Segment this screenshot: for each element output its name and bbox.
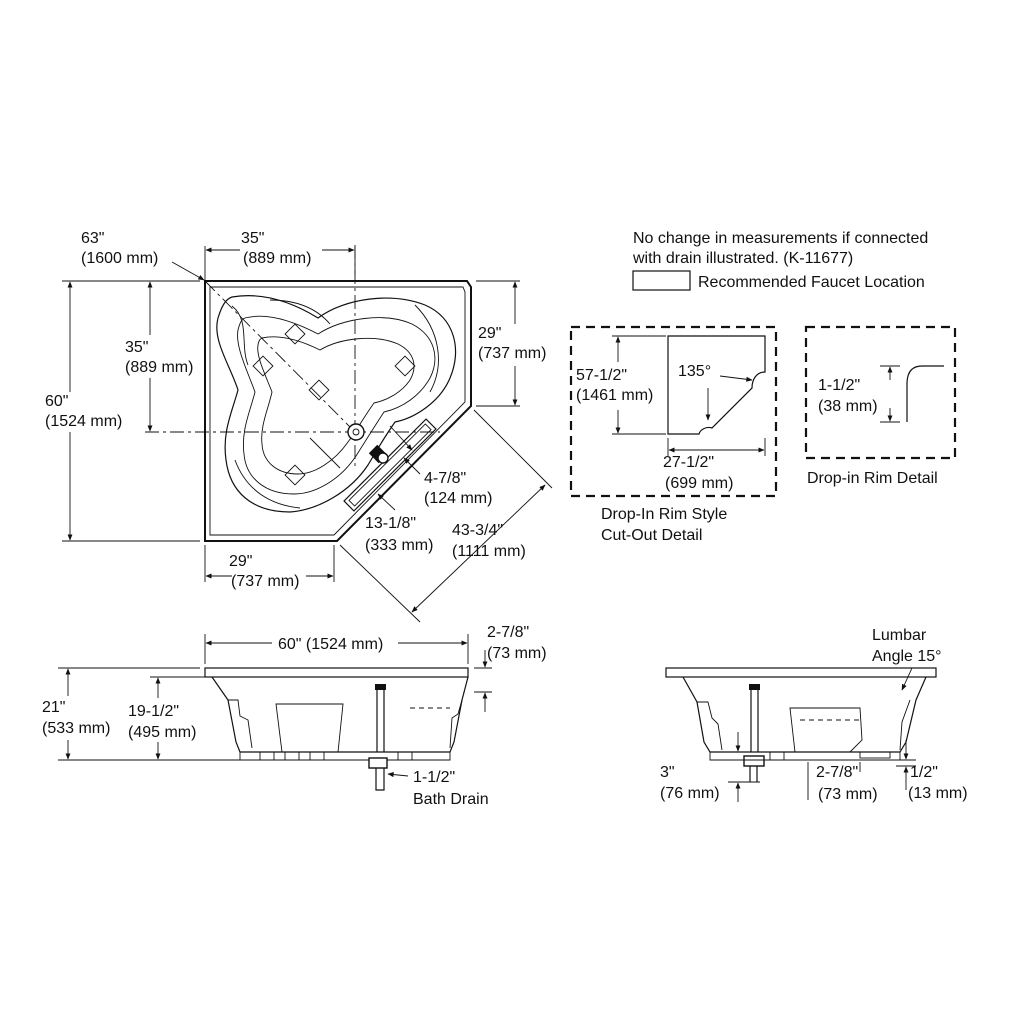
lumbar-label-1: Lumbar: [872, 627, 927, 644]
front-inner-height: 19-1/2": [128, 703, 179, 720]
front-width: 60" (1524 mm): [278, 636, 383, 653]
cutout-height: 57-1/2": [576, 367, 627, 384]
plan-bottom-width-mm: (737 mm): [231, 573, 299, 590]
cutout-width: 27-1/2": [663, 454, 714, 471]
plan-right-height: 29": [478, 325, 501, 342]
plan-top-width: 35": [241, 230, 264, 247]
plan-angled-width-mm: (1111 mm): [452, 543, 526, 560]
plan-left-height-mm: (889 mm): [125, 359, 193, 376]
plan-basin: [216, 295, 457, 513]
plan-outline: [204, 280, 472, 542]
measurement-note: No change in measurements if connected w…: [632, 230, 928, 267]
plan-right-height-mm: (737 mm): [478, 345, 546, 362]
jet-icons: [252, 323, 416, 486]
plan-diagonal: 63": [81, 230, 104, 247]
plan-full-height: 60": [45, 393, 68, 410]
cutout-angle: 135°: [678, 363, 711, 380]
plan-top-width-mm: (889 mm): [243, 250, 311, 267]
side-foot-width: 2-7/8": [816, 764, 858, 781]
faucet-legend-label: Recommended Faucet Location: [698, 274, 925, 291]
plan-faucet-depth-mm: (124 mm): [424, 490, 492, 507]
measurement-note-line1: No change in measurements if connected: [633, 230, 928, 247]
cutout-detail-frame: [569, 325, 778, 498]
front-total-height: 21": [42, 699, 65, 716]
rim-detail-frame: [804, 325, 957, 460]
plan-angled-width: 43-3/4": [452, 522, 503, 539]
bath-drain-label: Bath Drain: [413, 791, 489, 808]
rim-depth: 1-1/2": [818, 377, 860, 394]
bath-drain-size: 1-1/2": [413, 769, 455, 786]
faucet-legend: Recommended Faucet Location: [632, 270, 925, 291]
drain-icon: [347, 423, 365, 441]
plan-view: 35" (889 mm) 63" (1600 mm) 35" (889 mm) …: [45, 230, 553, 623]
side-gap-mm: (13 mm): [908, 785, 968, 802]
rim-depth-mm: (38 mm): [818, 398, 878, 415]
plan-full-height-mm: (1524 mm): [45, 413, 122, 430]
front-inner-height-mm: (495 mm): [128, 724, 196, 741]
plan-faucet-depth: 4-7/8": [424, 470, 466, 487]
plan-faucet-width: 13-1/8": [365, 515, 416, 532]
cutout-title-2: Cut-Out Detail: [601, 527, 702, 544]
front-total-height-mm: (533 mm): [42, 720, 110, 737]
side-drain-height-mm: (76 mm): [660, 785, 720, 802]
plan-left-height: 35": [125, 339, 148, 356]
plan-bottom-width: 29": [229, 553, 252, 570]
front-rim-thickness: 2-7/8": [487, 624, 529, 641]
cutout-width-mm: (699 mm): [665, 475, 733, 492]
cutout-height-mm: (1461 mm): [576, 387, 653, 404]
lumbar-label-2: Angle 15°: [872, 648, 942, 665]
side-drain-height: 3": [660, 764, 675, 781]
rim-title: Drop-in Rim Detail: [807, 470, 938, 487]
side-elevation: Lumbar Angle 15° 3" (76 mm) 2-7/8" (73 m…: [660, 627, 968, 803]
cutout-detail: 57-1/2" (1461 mm) 135° 27-1/2" (699 mm) …: [569, 325, 778, 544]
measurement-note-line2: with drain illustrated. (K-11677): [632, 250, 853, 267]
side-gap: 1/2": [910, 764, 938, 781]
front-rim-thickness-mm: (73 mm): [487, 645, 547, 662]
plan-diagonal-mm: (1600 mm): [81, 250, 158, 267]
cutout-title-1: Drop-In Rim Style: [601, 506, 727, 523]
rim-detail: 1-1/2" (38 mm) Drop-in Rim Detail: [804, 325, 957, 487]
side-foot-width-mm: (73 mm): [818, 786, 878, 803]
plan-faucet-width-mm: (333 mm): [365, 537, 433, 554]
front-elevation: 60" (1524 mm) 2-7/8" (73 mm) 21" (533 mm…: [42, 624, 547, 808]
faucet-legend-box: [632, 270, 691, 291]
